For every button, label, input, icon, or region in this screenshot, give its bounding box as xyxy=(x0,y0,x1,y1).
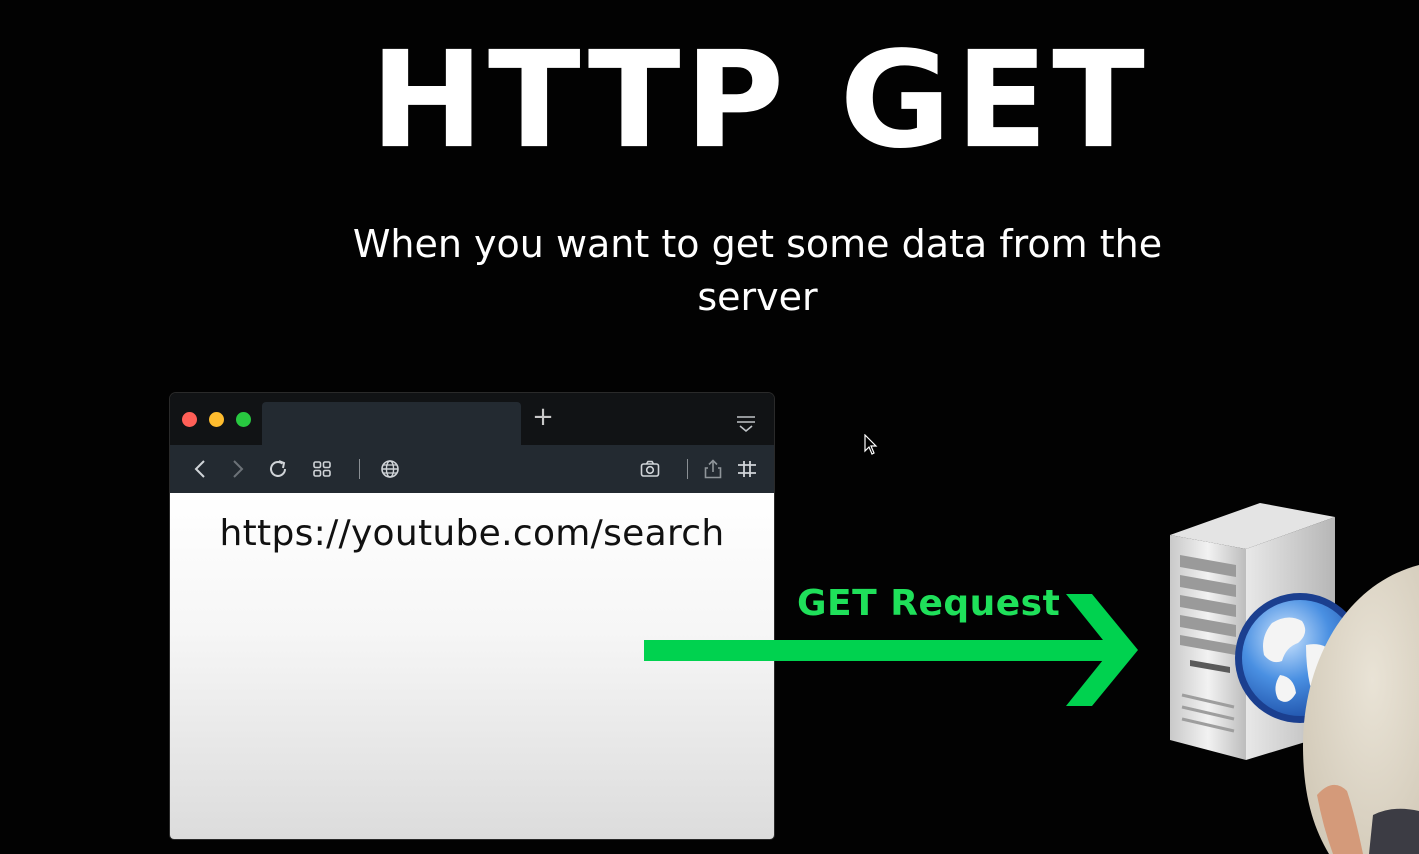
camera-icon[interactable] xyxy=(639,458,661,480)
minimize-window-button[interactable] xyxy=(209,412,224,427)
maximize-window-button[interactable] xyxy=(236,412,251,427)
browser-tab-bar: + xyxy=(170,393,774,445)
browser-page: https://youtube.com/search xyxy=(170,493,774,839)
browser-tab[interactable] xyxy=(262,402,521,445)
new-tab-button[interactable]: + xyxy=(532,402,554,432)
presenter-webcam-overlay xyxy=(1303,565,1419,854)
request-arrow-icon xyxy=(644,594,1138,706)
browser-toolbar xyxy=(170,445,774,493)
back-icon[interactable] xyxy=(190,458,212,480)
get-request-label: GET Request xyxy=(797,583,1061,624)
share-icon[interactable] xyxy=(702,458,724,480)
reload-icon[interactable] xyxy=(267,458,289,480)
forward-icon[interactable] xyxy=(226,458,248,480)
toolbar-divider xyxy=(687,459,688,479)
tabs-grid-icon[interactable] xyxy=(311,458,333,480)
toolbar-divider xyxy=(359,459,360,479)
globe-icon[interactable] xyxy=(379,458,401,480)
close-window-button[interactable] xyxy=(182,412,197,427)
settings-sliders-icon[interactable] xyxy=(736,458,758,480)
slide-title: HTTP GET xyxy=(370,23,1149,179)
slide-subtitle: When you want to get some data from the … xyxy=(352,222,1163,319)
tab-menu-icon[interactable] xyxy=(735,413,757,433)
address-url[interactable]: https://youtube.com/search xyxy=(219,513,725,554)
browser-window: + xyxy=(170,393,774,839)
mouse-cursor-icon xyxy=(864,434,878,455)
